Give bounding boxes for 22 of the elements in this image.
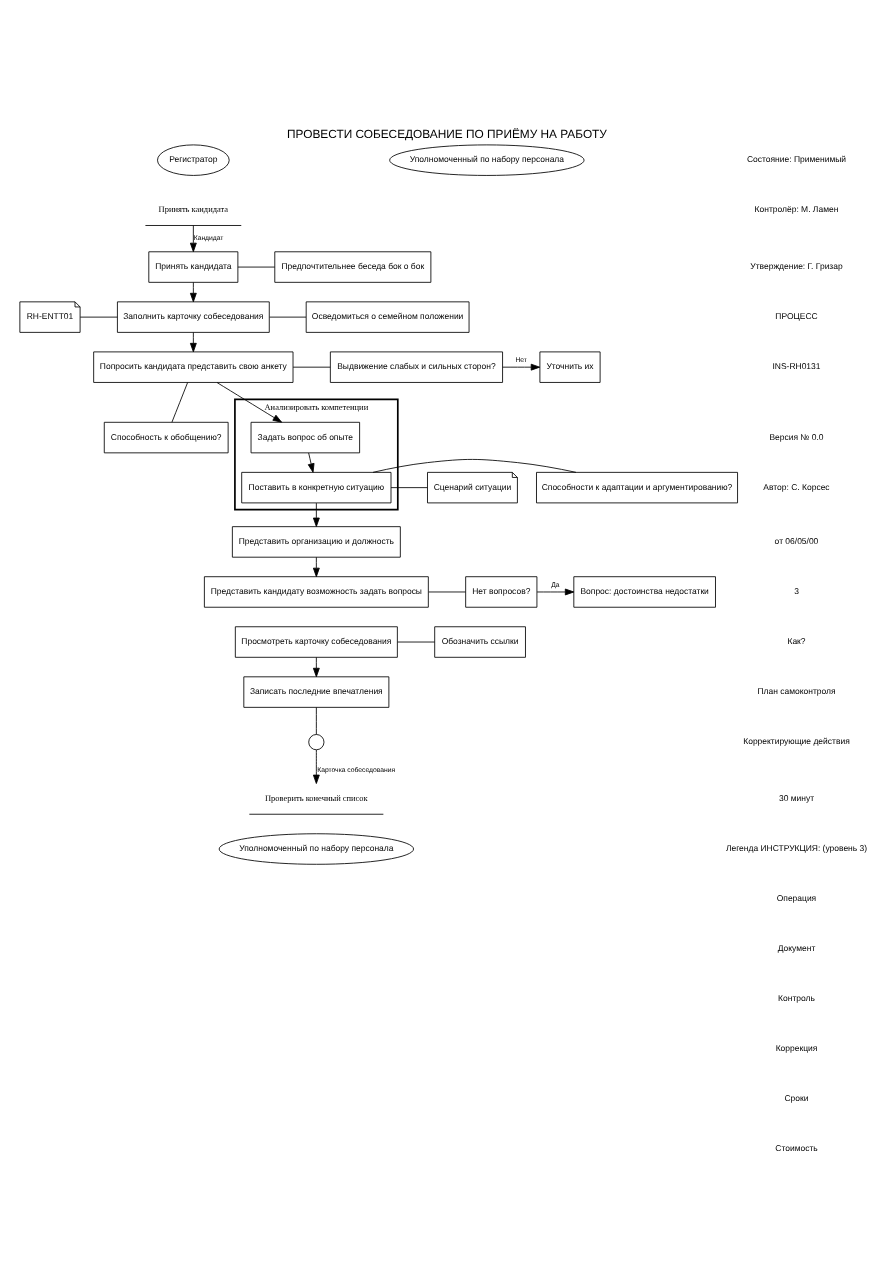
- connector: [315, 706, 317, 734]
- connector: [79, 315, 118, 317]
- arrow: [312, 655, 320, 677]
- arrow: [189, 281, 197, 302]
- arrow: [502, 362, 541, 370]
- connector: [237, 265, 276, 267]
- connector: [171, 381, 188, 422]
- arrow: [312, 748, 320, 783]
- connector: [428, 590, 466, 592]
- arrow: [312, 501, 320, 526]
- node-circle: [308, 733, 325, 750]
- arrow: [189, 331, 197, 352]
- arrow: [307, 451, 315, 472]
- arrow: [216, 381, 283, 422]
- arrow: [189, 224, 197, 252]
- connector: [390, 486, 428, 488]
- arrow: [312, 555, 320, 577]
- connector: [269, 315, 307, 317]
- connector: [372, 458, 577, 472]
- connector: [292, 365, 331, 367]
- connector: [397, 640, 436, 642]
- arrow: [536, 587, 575, 595]
